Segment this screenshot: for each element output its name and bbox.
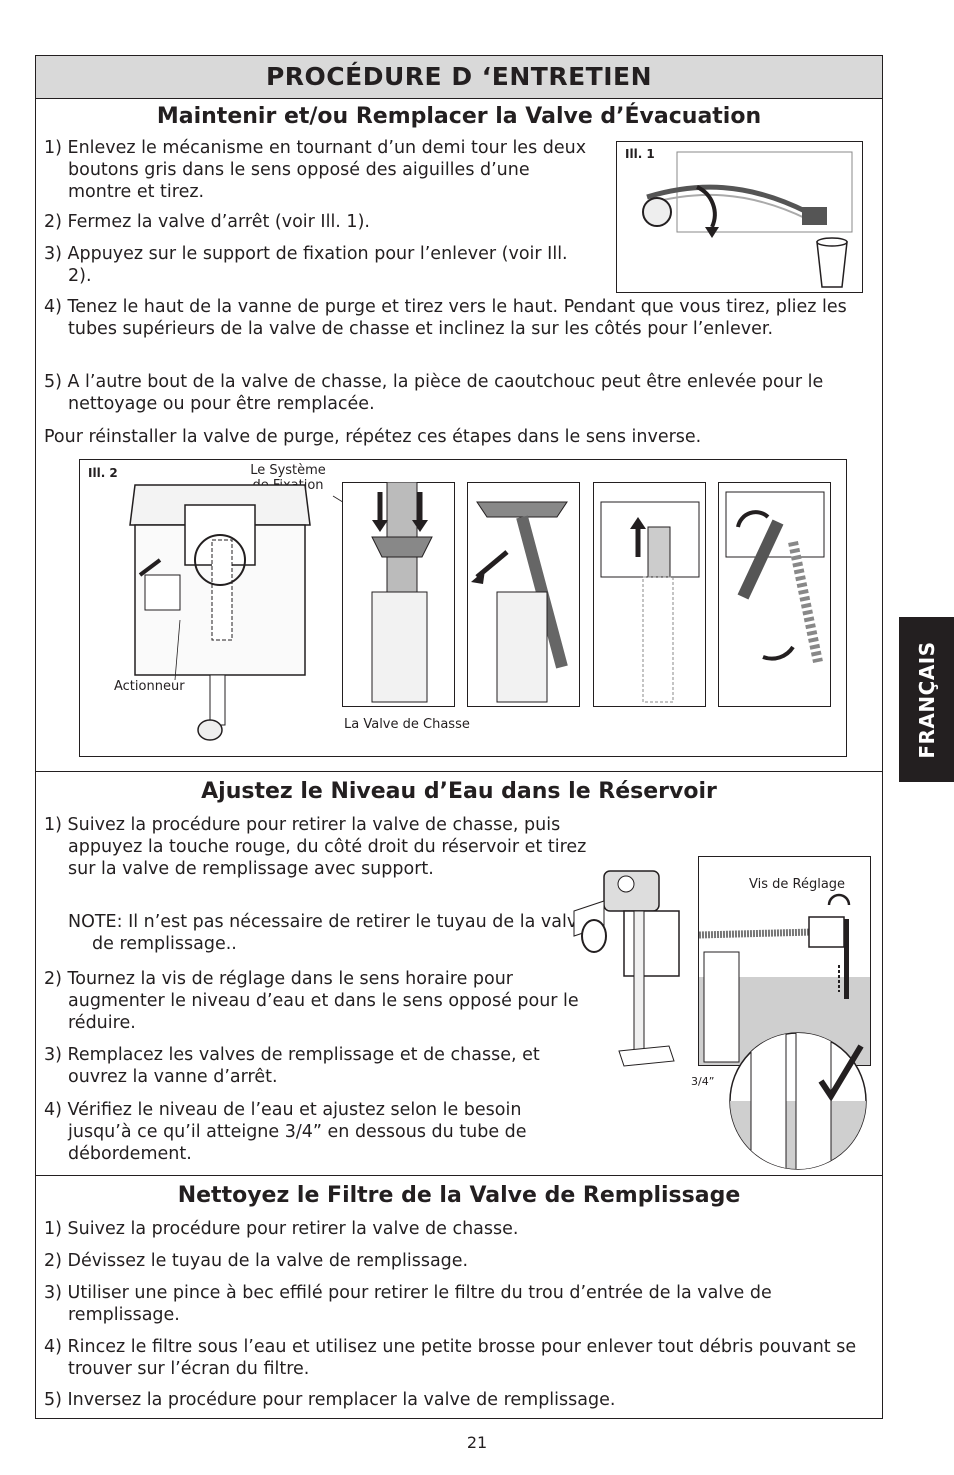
filter-step-2: 2) Dévissez le tuyau de la valve de remp… [44,1251,469,1271]
step-4: 4) Tenez le haut de la vanne de purge et… [44,297,847,339]
filter-step-3: 3) Utiliser une pince à bec effilé pour … [44,1283,772,1325]
filter-step-5: 5) Inversez la procédure pour remplacer … [44,1390,616,1410]
page-number: 21 [466,1433,488,1452]
reinstall-note: Pour réinstaller la valve de purge, répé… [44,427,702,447]
level-step-3: 3) Remplacez les valves de remplissage e… [44,1045,540,1087]
label-adjust-screw: Vis de Réglage [749,877,846,892]
illustration-2: Ill. 2 Le Système de Fixation Actionneur… [79,459,847,757]
step-1: 1) Enlevez le mécanisme en tournant d’un… [44,138,587,202]
level-step-4: 4) Vérifiez le niveau de l’eau et ajuste… [44,1100,527,1164]
manual-page-frame: PROCÉDURE D ‘ENTRETIEN Maintenir et/ou R… [35,55,883,1419]
zoom-detail-drawing [729,1032,867,1170]
tank-drawing [129,484,311,741]
step-3: 3) Appuyez sur le support de fixation po… [44,244,568,286]
filter-step-4: 4) Rincez le filtre sous l’eau et utilis… [44,1337,857,1379]
language-tab: FRANÇAIS [899,617,954,782]
water-level-figure: Vis de Réglage [698,856,871,1066]
panel-tilt-valve [467,482,580,707]
section-heading-filter: Nettoyez le Filtre de la Valve de Rempli… [177,1183,741,1208]
panel-press-fixation [342,482,455,707]
label-three-quarter-inch: 3/4” [691,1075,715,1088]
language-tab-label: FRANÇAIS [914,640,939,759]
water-level-drawing [699,893,870,1065]
shutoff-valve-drawing [642,151,853,288]
level-step-2: 2) Tournez la vis de réglage dans le sen… [44,969,579,1033]
panel-lift-valve [593,482,706,707]
section-heading-flush-valve: Maintenir et/ou Remplacer la Valve d’Éva… [156,104,762,129]
fill-valve-drawing [573,870,680,1067]
ill1-label: Ill. 1 [625,147,655,161]
step-5: 5) A l’autre bout de la valve de chasse,… [44,372,824,414]
panel-remove-valve [718,482,831,707]
level-step-1: 1) Suivez la procédure pour retirer la v… [44,815,587,879]
divider-2 [36,1175,882,1176]
label-actuator: Actionneur [114,679,185,694]
level-note: NOTE: Il n’est pas nécessaire de retirer… [68,912,588,954]
filter-step-1: 1) Suivez la procédure pour retirer la v… [44,1219,519,1239]
section-heading-water-level: Ajustez le Niveau d’Eau dans le Réservoi… [201,779,717,804]
divider-1 [36,771,882,772]
label-flush-valve: La Valve de Chasse [344,717,470,732]
ill2-label: Ill. 2 [88,466,118,480]
illustration-1: Ill. 1 [616,141,863,293]
step-2: 2) Fermez la valve d’arrêt (voir Ill. 1)… [44,212,370,232]
page-title: PROCÉDURE D ‘ENTRETIEN [36,56,882,99]
